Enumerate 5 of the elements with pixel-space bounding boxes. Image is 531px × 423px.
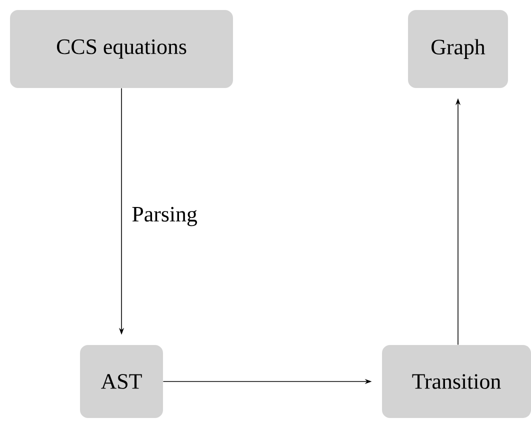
- process-box: AST: [80, 345, 163, 418]
- process-box: CCS equations: [10, 10, 233, 88]
- edge-label: Parsing: [132, 206, 198, 226]
- process-box: Graph: [408, 10, 508, 88]
- process-box: Transition: [382, 345, 531, 418]
